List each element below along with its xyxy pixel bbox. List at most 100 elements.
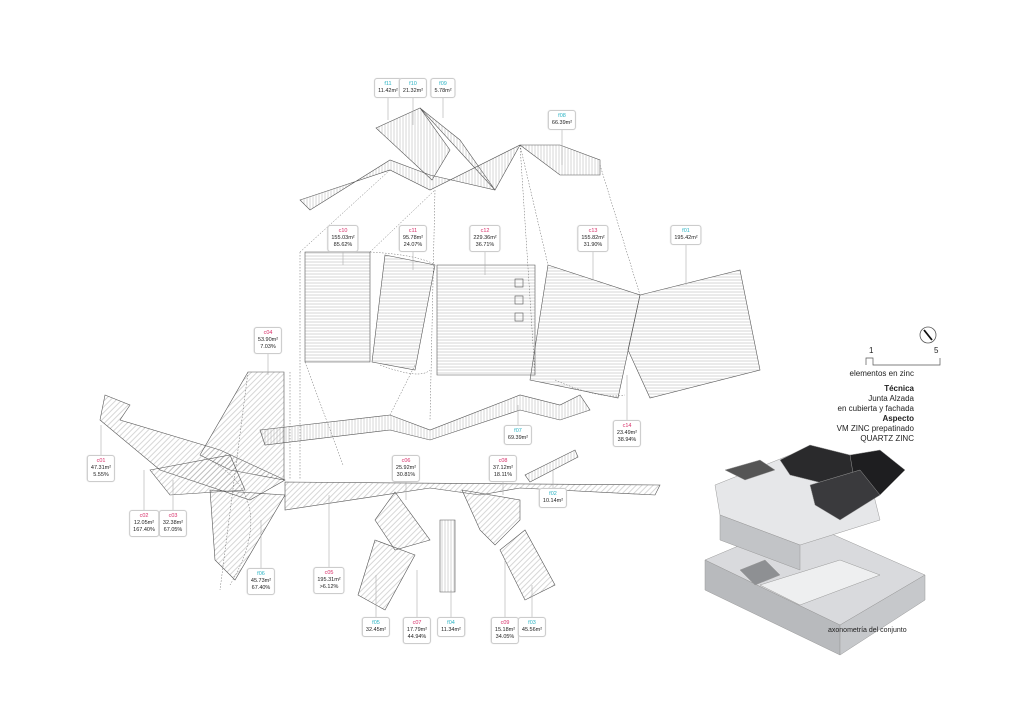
element-id: f03	[528, 620, 536, 626]
element-area: 195.42m²	[674, 235, 698, 241]
element-area: 45.73m²	[250, 578, 272, 584]
element-slope: 44.94%	[407, 634, 427, 640]
zinc-roof-surface	[149, 454, 246, 496]
element-slope: 67.40%	[251, 585, 271, 591]
element-id: f10	[409, 81, 417, 87]
element-area: 66.39m²	[551, 120, 573, 126]
slope-guide-line	[304, 361, 344, 466]
element-area: 53.90m²	[257, 337, 279, 343]
element-area: 23.49m²	[616, 430, 638, 436]
element-id: f09	[439, 81, 447, 87]
element-id: f07	[514, 428, 522, 434]
zinc-roof-surface	[524, 449, 579, 483]
zinc-roof-surface	[371, 254, 436, 371]
element-slope: 18.11%	[493, 472, 513, 478]
element-slope: 34.05%	[495, 634, 515, 640]
tecnica-title: Técnica	[884, 384, 914, 393]
element-id: f02	[549, 491, 557, 497]
element-area: 155.82m²	[581, 235, 605, 241]
element-area: 25.92m²	[395, 465, 417, 471]
element-slope: 38.94%	[617, 437, 637, 443]
axonometric-caption: axonometría del conjunto	[828, 627, 907, 634]
element-area: 155.03m²	[331, 235, 355, 241]
skylight-icon	[514, 295, 524, 305]
slope-guide-line	[369, 251, 436, 266]
element-area: 21.32m²	[402, 88, 424, 94]
element-slope: 7.03%	[260, 344, 276, 350]
element-area: 69.39m²	[507, 435, 529, 441]
slope-guide-line	[554, 379, 626, 397]
slope-guide-line	[519, 144, 549, 266]
zinc-roof-surface	[529, 264, 641, 399]
aspecto-line-1: VM ZINC prepatinado	[836, 424, 914, 433]
slope-guide-line	[519, 144, 536, 376]
skylight-icon	[514, 312, 524, 322]
element-id: c05	[324, 570, 334, 576]
element-area: 11.34m²	[441, 627, 461, 633]
element-area: 17.79m²	[406, 627, 428, 633]
element-id: c13	[588, 228, 598, 234]
element-area: 47.31m²	[90, 465, 112, 471]
element-id: c14	[622, 423, 632, 429]
slope-guide-line	[429, 189, 436, 421]
element-id: f04	[447, 620, 455, 626]
skylight-icon	[514, 278, 524, 288]
building-volume	[809, 469, 881, 521]
element-slope: >6.12%	[319, 584, 339, 590]
building-volume	[839, 574, 926, 656]
legend-block: Técnica Junta Alzada en cubierta y facha…	[837, 384, 914, 444]
slope-guide-line	[209, 459, 251, 586]
element-slope: 31.90%	[583, 242, 603, 248]
zinc-roof-surface	[439, 519, 456, 593]
zinc-roof-surface	[461, 489, 521, 546]
zinc-roof-surface	[99, 394, 286, 501]
element-id: f08	[558, 113, 566, 119]
building-volume	[739, 559, 781, 586]
element-area: 229.36m²	[473, 235, 497, 241]
element-slope: 30.81%	[396, 472, 416, 478]
element-id: f01	[682, 228, 690, 234]
building-volume	[759, 559, 881, 606]
element-id: c02	[139, 513, 149, 519]
element-area: 32.45m²	[365, 627, 387, 633]
element-area: 5.78m²	[434, 88, 452, 94]
element-slope: 24.07%	[403, 242, 423, 248]
element-area: 37.12m²	[492, 465, 514, 471]
zinc-roof-surface	[374, 491, 431, 551]
slope-guide-line	[379, 364, 431, 375]
element-area: 95.78m²	[402, 235, 424, 241]
element-area: 195.31m²	[317, 577, 341, 583]
slope-guide-line	[299, 169, 391, 253]
element-slope: 167.40%	[133, 527, 155, 533]
tecnica-line-2: en cubierta y fachada	[837, 404, 915, 413]
element-id: c09	[500, 620, 510, 626]
zinc-roof-surface	[375, 107, 451, 181]
element-area: 45.56m²	[521, 627, 543, 633]
element-id: c12	[480, 228, 490, 234]
element-id: c08	[498, 458, 508, 464]
scale-label-5: 5	[934, 346, 939, 355]
element-id: c07	[412, 620, 422, 626]
element-slope: 5.55%	[93, 472, 109, 478]
zinc-roof-surface	[357, 539, 416, 611]
element-id: c10	[338, 228, 348, 234]
element-area: 10.14m²	[542, 498, 564, 504]
slope-guide-line	[389, 364, 416, 416]
